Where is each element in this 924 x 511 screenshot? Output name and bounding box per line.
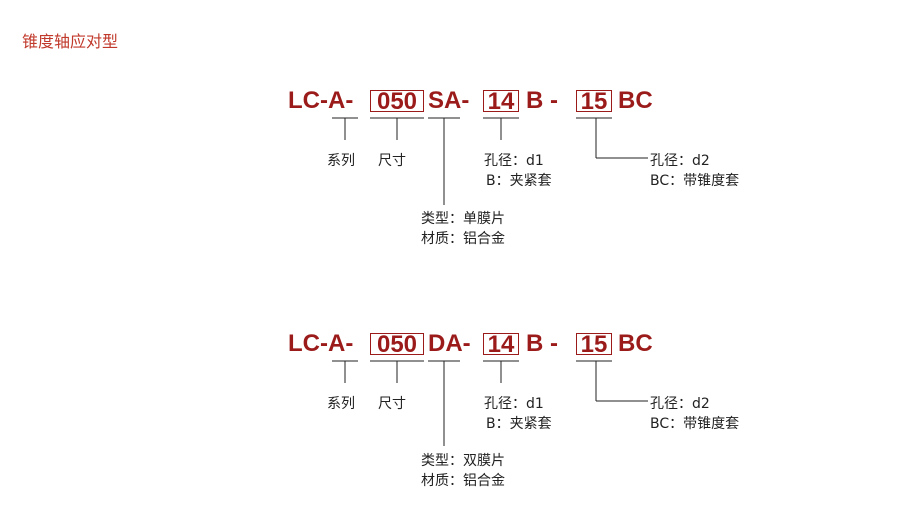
d2-box: 15 <box>576 333 612 357</box>
label-series: 系列 <box>327 153 355 169</box>
label-material: 材质：铝合金 <box>421 473 505 489</box>
model-code: LC-A- 050 SA- 14 B - 15 BC <box>288 86 668 116</box>
label-type: 类型：双膜片 <box>421 453 505 469</box>
code-prefix: LC-A- <box>288 87 354 114</box>
d1-box: 14 <box>483 90 519 114</box>
code-type: SA- <box>428 87 470 114</box>
label-d2: 孔径：d2 <box>650 153 710 169</box>
label-series: 系列 <box>327 396 355 412</box>
label-type: 类型：单膜片 <box>421 211 505 227</box>
label-size: 尺寸 <box>378 396 406 412</box>
label-size: 尺寸 <box>378 153 406 169</box>
code-sep: B - <box>526 330 558 357</box>
code-type: DA- <box>428 330 471 357</box>
d2-box: 15 <box>576 90 612 114</box>
page-title: 锥度轴应对型 <box>22 32 119 51</box>
code-sep: B - <box>526 87 558 114</box>
label-d1-note: B：夹紧套 <box>486 416 552 432</box>
label-d1: 孔径：d1 <box>484 396 544 412</box>
label-d1-note: B：夹紧套 <box>486 173 552 189</box>
size-box: 050 <box>370 90 424 114</box>
label-d1: 孔径：d1 <box>484 153 544 169</box>
label-d2-note: BC：带锥度套 <box>650 416 740 432</box>
label-d2: 孔径：d2 <box>650 396 710 412</box>
size-box: 050 <box>370 333 424 357</box>
label-d2-note: BC：带锥度套 <box>650 173 740 189</box>
d1-box: 14 <box>483 333 519 357</box>
code-suffix: BC <box>618 330 653 357</box>
model-code: LC-A- 050 DA- 14 B - 15 BC <box>288 329 668 359</box>
label-material: 材质：铝合金 <box>421 231 505 247</box>
code-prefix: LC-A- <box>288 330 354 357</box>
code-suffix: BC <box>618 87 653 114</box>
